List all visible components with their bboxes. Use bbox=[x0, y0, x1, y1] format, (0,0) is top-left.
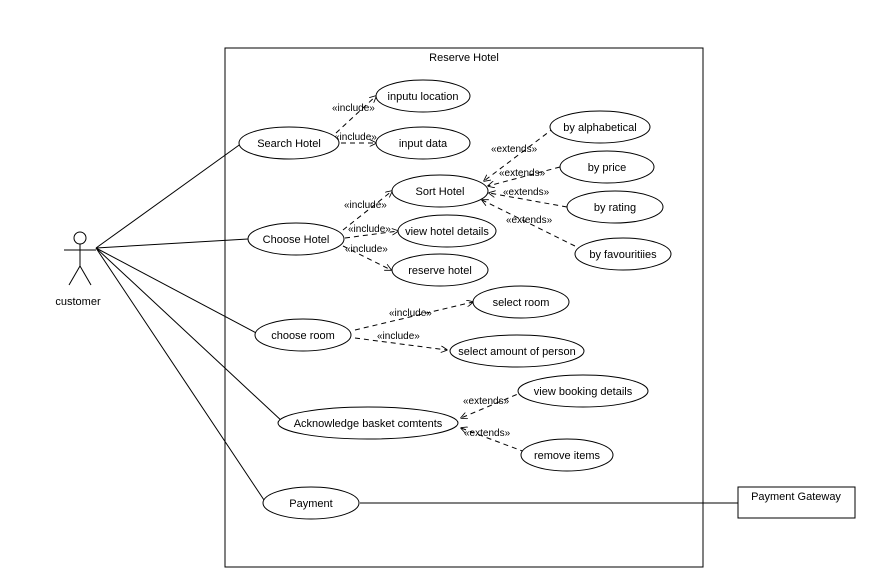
use-case-remove-items[interactable]: remove items bbox=[520, 438, 614, 472]
use-case-by-price[interactable]: by price bbox=[559, 150, 655, 184]
stereotype-extends: «extends» bbox=[503, 187, 550, 198]
use-case-label: Search Hotel bbox=[257, 138, 321, 150]
actor-head bbox=[73, 231, 87, 245]
stereotype-extends: «extends» bbox=[463, 396, 510, 407]
use-case-label: choose room bbox=[271, 330, 335, 342]
stereotype-include: «include» bbox=[377, 331, 420, 342]
stereotype-include: «include» bbox=[344, 200, 387, 211]
stereotype-labels: «include» «include» «include» «include» … bbox=[332, 103, 553, 439]
actor-label: customer bbox=[55, 296, 101, 308]
use-case-label: select amount of person bbox=[458, 346, 575, 358]
stereotype-extends: «extends» bbox=[464, 428, 511, 439]
use-case-acknowledge-basket[interactable]: Acknowledge basket comtents bbox=[277, 406, 459, 440]
use-case-input-data[interactable]: input data bbox=[375, 126, 471, 160]
use-case-label: Choose Hotel bbox=[263, 234, 330, 246]
use-case-by-favourities[interactable]: by favouritiies bbox=[574, 237, 672, 271]
stereotype-include: «include» bbox=[334, 132, 377, 143]
use-case-choose-hotel[interactable]: Choose Hotel bbox=[247, 222, 345, 256]
use-case-label: by alphabetical bbox=[563, 122, 636, 134]
actor-customer[interactable]: customer bbox=[55, 231, 101, 308]
stereotype-extends: «extends» bbox=[506, 215, 553, 226]
use-case-label: Sort Hotel bbox=[416, 186, 465, 198]
system-boundary bbox=[224, 47, 704, 568]
use-case-label: inputu location bbox=[388, 91, 459, 103]
stereotype-include: «include» bbox=[332, 103, 375, 114]
use-case-by-rating[interactable]: by rating bbox=[566, 190, 664, 224]
actor-associations bbox=[95, 142, 285, 504]
payment-gateway-label: Payment Gateway bbox=[751, 491, 841, 503]
stereotype-extends: «extends» bbox=[491, 144, 538, 155]
use-case-label: view hotel details bbox=[405, 226, 489, 238]
use-case-label: by favouritiies bbox=[589, 249, 657, 261]
use-case-input-location[interactable]: inputu location bbox=[375, 79, 471, 113]
use-case-select-room[interactable]: select room bbox=[472, 285, 570, 319]
use-case-label: select room bbox=[493, 297, 550, 309]
use-case-by-alphabetical[interactable]: by alphabetical bbox=[549, 110, 651, 144]
use-case-select-amount-of-person[interactable]: select amount of person bbox=[449, 334, 585, 368]
use-case-view-booking-details[interactable]: view booking details bbox=[517, 374, 649, 408]
use-case-label: input data bbox=[399, 138, 448, 150]
use-case-label: reserve hotel bbox=[408, 265, 472, 277]
payment-gateway-box[interactable]: Payment Gateway bbox=[737, 486, 856, 519]
stereotype-include: «include» bbox=[345, 244, 388, 255]
stereotype-extends: «extends» bbox=[499, 168, 546, 179]
use-case-label: remove items bbox=[534, 450, 601, 462]
stereotype-include: «include» bbox=[389, 308, 432, 319]
use-case-label: by price bbox=[588, 162, 627, 174]
use-case-choose-room[interactable]: choose room bbox=[254, 318, 352, 352]
use-case-label: view booking details bbox=[534, 386, 633, 398]
use-case-sort-hotel[interactable]: Sort Hotel bbox=[391, 174, 489, 208]
stereotype-include: «include» bbox=[348, 224, 391, 235]
dependency-lines bbox=[335, 96, 584, 453]
use-case-label: Acknowledge basket comtents bbox=[294, 418, 443, 430]
system-title: Reserve Hotel bbox=[429, 52, 499, 64]
use-case-search-hotel[interactable]: Search Hotel bbox=[238, 126, 340, 160]
use-case-payment[interactable]: Payment bbox=[262, 486, 360, 520]
use-case-label: by rating bbox=[594, 202, 636, 214]
use-case-reserve-hotel[interactable]: reserve hotel bbox=[391, 253, 489, 287]
use-case-view-hotel-details[interactable]: view hotel details bbox=[397, 214, 497, 248]
use-case-label: Payment bbox=[289, 498, 332, 510]
